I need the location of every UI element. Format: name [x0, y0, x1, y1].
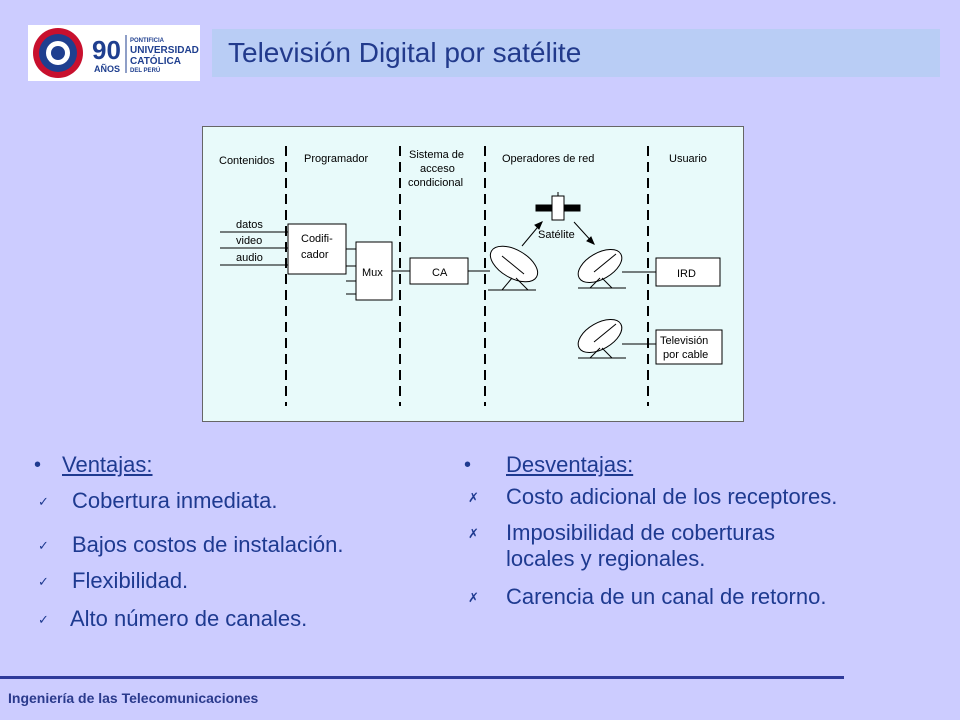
pucp-logo-icon: 90 AÑOS PONTIFICIA UNIVERSIDAD CATÓLICA … [33, 28, 199, 78]
input-audio: audio [236, 252, 263, 264]
check-icon: ✓ [38, 574, 49, 589]
ca-box [409, 257, 469, 285]
ird-label: IRD [677, 268, 696, 280]
uplink-dish-icon [488, 245, 539, 291]
section-usuario: Usuario [669, 153, 707, 165]
cable-tv-box [655, 329, 723, 365]
logo-line-1: PONTIFICIA [130, 38, 165, 44]
check-icon: ✓ [38, 538, 49, 553]
desventaja-text: locales y regionales. [506, 546, 706, 571]
mux-label: Mux [362, 267, 383, 279]
cable-tv-label-1: Televisión [660, 335, 708, 347]
section-sistema-2: acceso [420, 163, 455, 175]
slide-title: Televisión Digital por satélite [228, 37, 582, 68]
bullet-icon: • [34, 454, 42, 476]
ca-label: CA [432, 267, 448, 279]
satellite-tv-diagram: Contenidos Programador Sistema de acceso… [202, 126, 744, 422]
cross-icon: ✗ [468, 526, 479, 541]
university-logo: 90 AÑOS PONTIFICIA UNIVERSIDAD CATÓLICA … [28, 25, 200, 81]
section-dividers [285, 146, 649, 406]
mux-connectors [346, 248, 356, 295]
logo-number: 90 [92, 35, 121, 65]
cable-tv-label-2: por cable [663, 349, 708, 361]
receiver-dish-icon [577, 249, 626, 289]
satellite-links [521, 221, 595, 247]
logo-line-4: DEL PERÚ [130, 67, 160, 74]
codificador-box [287, 223, 347, 275]
ventajas-list: • Ventajas: ✓ Cobertura inmediata. ✓ Baj… [34, 452, 438, 642]
logo-line-3: CATÓLICA [130, 54, 181, 67]
input-lines [220, 231, 288, 266]
section-programador: Programador [304, 153, 369, 165]
satellite-icon [535, 192, 581, 221]
desventajas-heading: Desventajas: [506, 452, 634, 477]
cross-icon: ✗ [468, 490, 479, 505]
ventajas-heading: Ventajas: [62, 452, 153, 477]
section-sistema-1: Sistema de [409, 149, 464, 161]
cross-icon: ✗ [468, 590, 479, 605]
logo-anos: AÑOS [94, 64, 120, 74]
input-datos: datos [236, 219, 263, 231]
codificador-label-1: Codifi- [301, 233, 333, 245]
check-icon: ✓ [38, 612, 49, 627]
section-operadores: Operadores de red [502, 153, 594, 165]
footer-divider [0, 676, 844, 679]
ird-box [655, 257, 721, 287]
desventaja-text: Carencia de un canal de retorno. [506, 584, 827, 609]
codificador-label-2: cador [301, 249, 329, 261]
section-sistema-3: condicional [408, 177, 463, 189]
mux-box [355, 241, 393, 301]
check-icon: ✓ [38, 494, 49, 509]
ventaja-text: Cobertura inmediata. [72, 488, 278, 513]
section-contenidos: Contenidos [219, 155, 275, 167]
input-video: video [236, 235, 262, 247]
footer-text: Ingeniería de las Telecomunicaciones [8, 690, 259, 706]
ventaja-text: Flexibilidad. [72, 568, 189, 593]
satelite-label: Satélite [538, 229, 575, 241]
bullet-icon: • [464, 454, 472, 476]
ventaja-text: Alto número de canales. [70, 606, 308, 631]
title-bar: Televisión Digital por satélite [212, 29, 940, 77]
cable-dish-icon [577, 319, 626, 359]
desventajas-list: • Desventajas: ✗ Costo adicional de los … [464, 452, 938, 622]
desventaja-text: Imposibilidad de coberturas [506, 520, 776, 545]
desventaja-text: Costo adicional de los receptores. [506, 484, 838, 509]
ventaja-text: Bajos costos de instalación. [72, 532, 344, 557]
logo-line-2: UNIVERSIDAD [130, 45, 199, 56]
